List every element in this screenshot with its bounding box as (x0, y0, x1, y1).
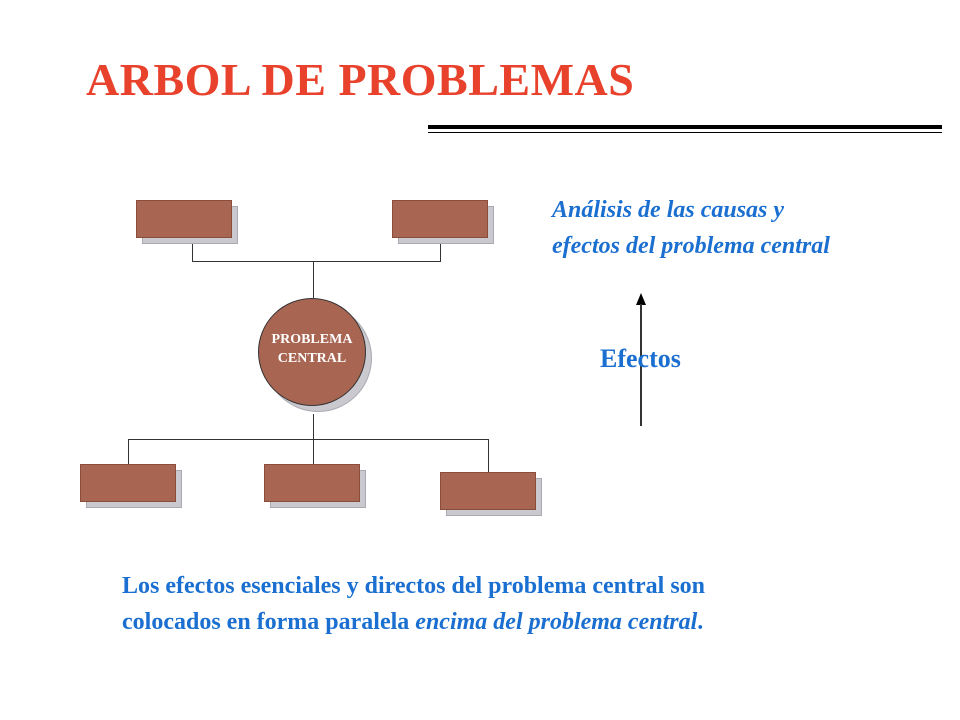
analysis-line1: Análisis de las causas y (552, 197, 785, 223)
connector-line (128, 439, 489, 440)
slide-title: ARBOL DE PROBLEMAS (86, 54, 635, 105)
connector-line (192, 244, 193, 262)
footer-line2: colocados en forma paralela encima del p… (122, 604, 922, 640)
title-rule-thick (428, 125, 942, 129)
central-problem-label-line1: PROBLEMA (271, 332, 353, 347)
analysis-line2: efectos del problema central (552, 233, 830, 259)
effect-box-1 (136, 200, 238, 244)
connector-line (313, 261, 314, 298)
footer-line2-end: . (697, 609, 704, 635)
connector-line (313, 414, 314, 440)
cause-box-1 (80, 464, 182, 508)
analysis-caption: Análisis de las causas y efectos del pro… (552, 192, 830, 264)
effect-box-2 (392, 200, 494, 244)
central-problem-label-line2: CENTRAL (277, 351, 347, 366)
connector-line (440, 244, 441, 262)
connector-line (313, 439, 314, 464)
footer-line2-normal: colocados en forma paralela (122, 609, 416, 635)
footer-description: Los efectos esenciales y directos del pr… (122, 568, 922, 640)
footer-line2-italic: encima del problema central (415, 609, 698, 635)
arrow-shaft (640, 304, 642, 426)
footer-line1: Los efectos esenciales y directos del pr… (122, 573, 706, 599)
connector-line (488, 439, 489, 472)
arrow-up-icon (636, 293, 646, 305)
connector-line (128, 439, 129, 464)
title-rule-thin (428, 132, 942, 133)
cause-box-2 (264, 464, 366, 508)
cause-box-3 (440, 472, 542, 516)
connector-line (192, 261, 441, 262)
central-problem-node: PROBLEMA CENTRAL (258, 298, 372, 412)
effects-label: Efectos (600, 344, 681, 373)
